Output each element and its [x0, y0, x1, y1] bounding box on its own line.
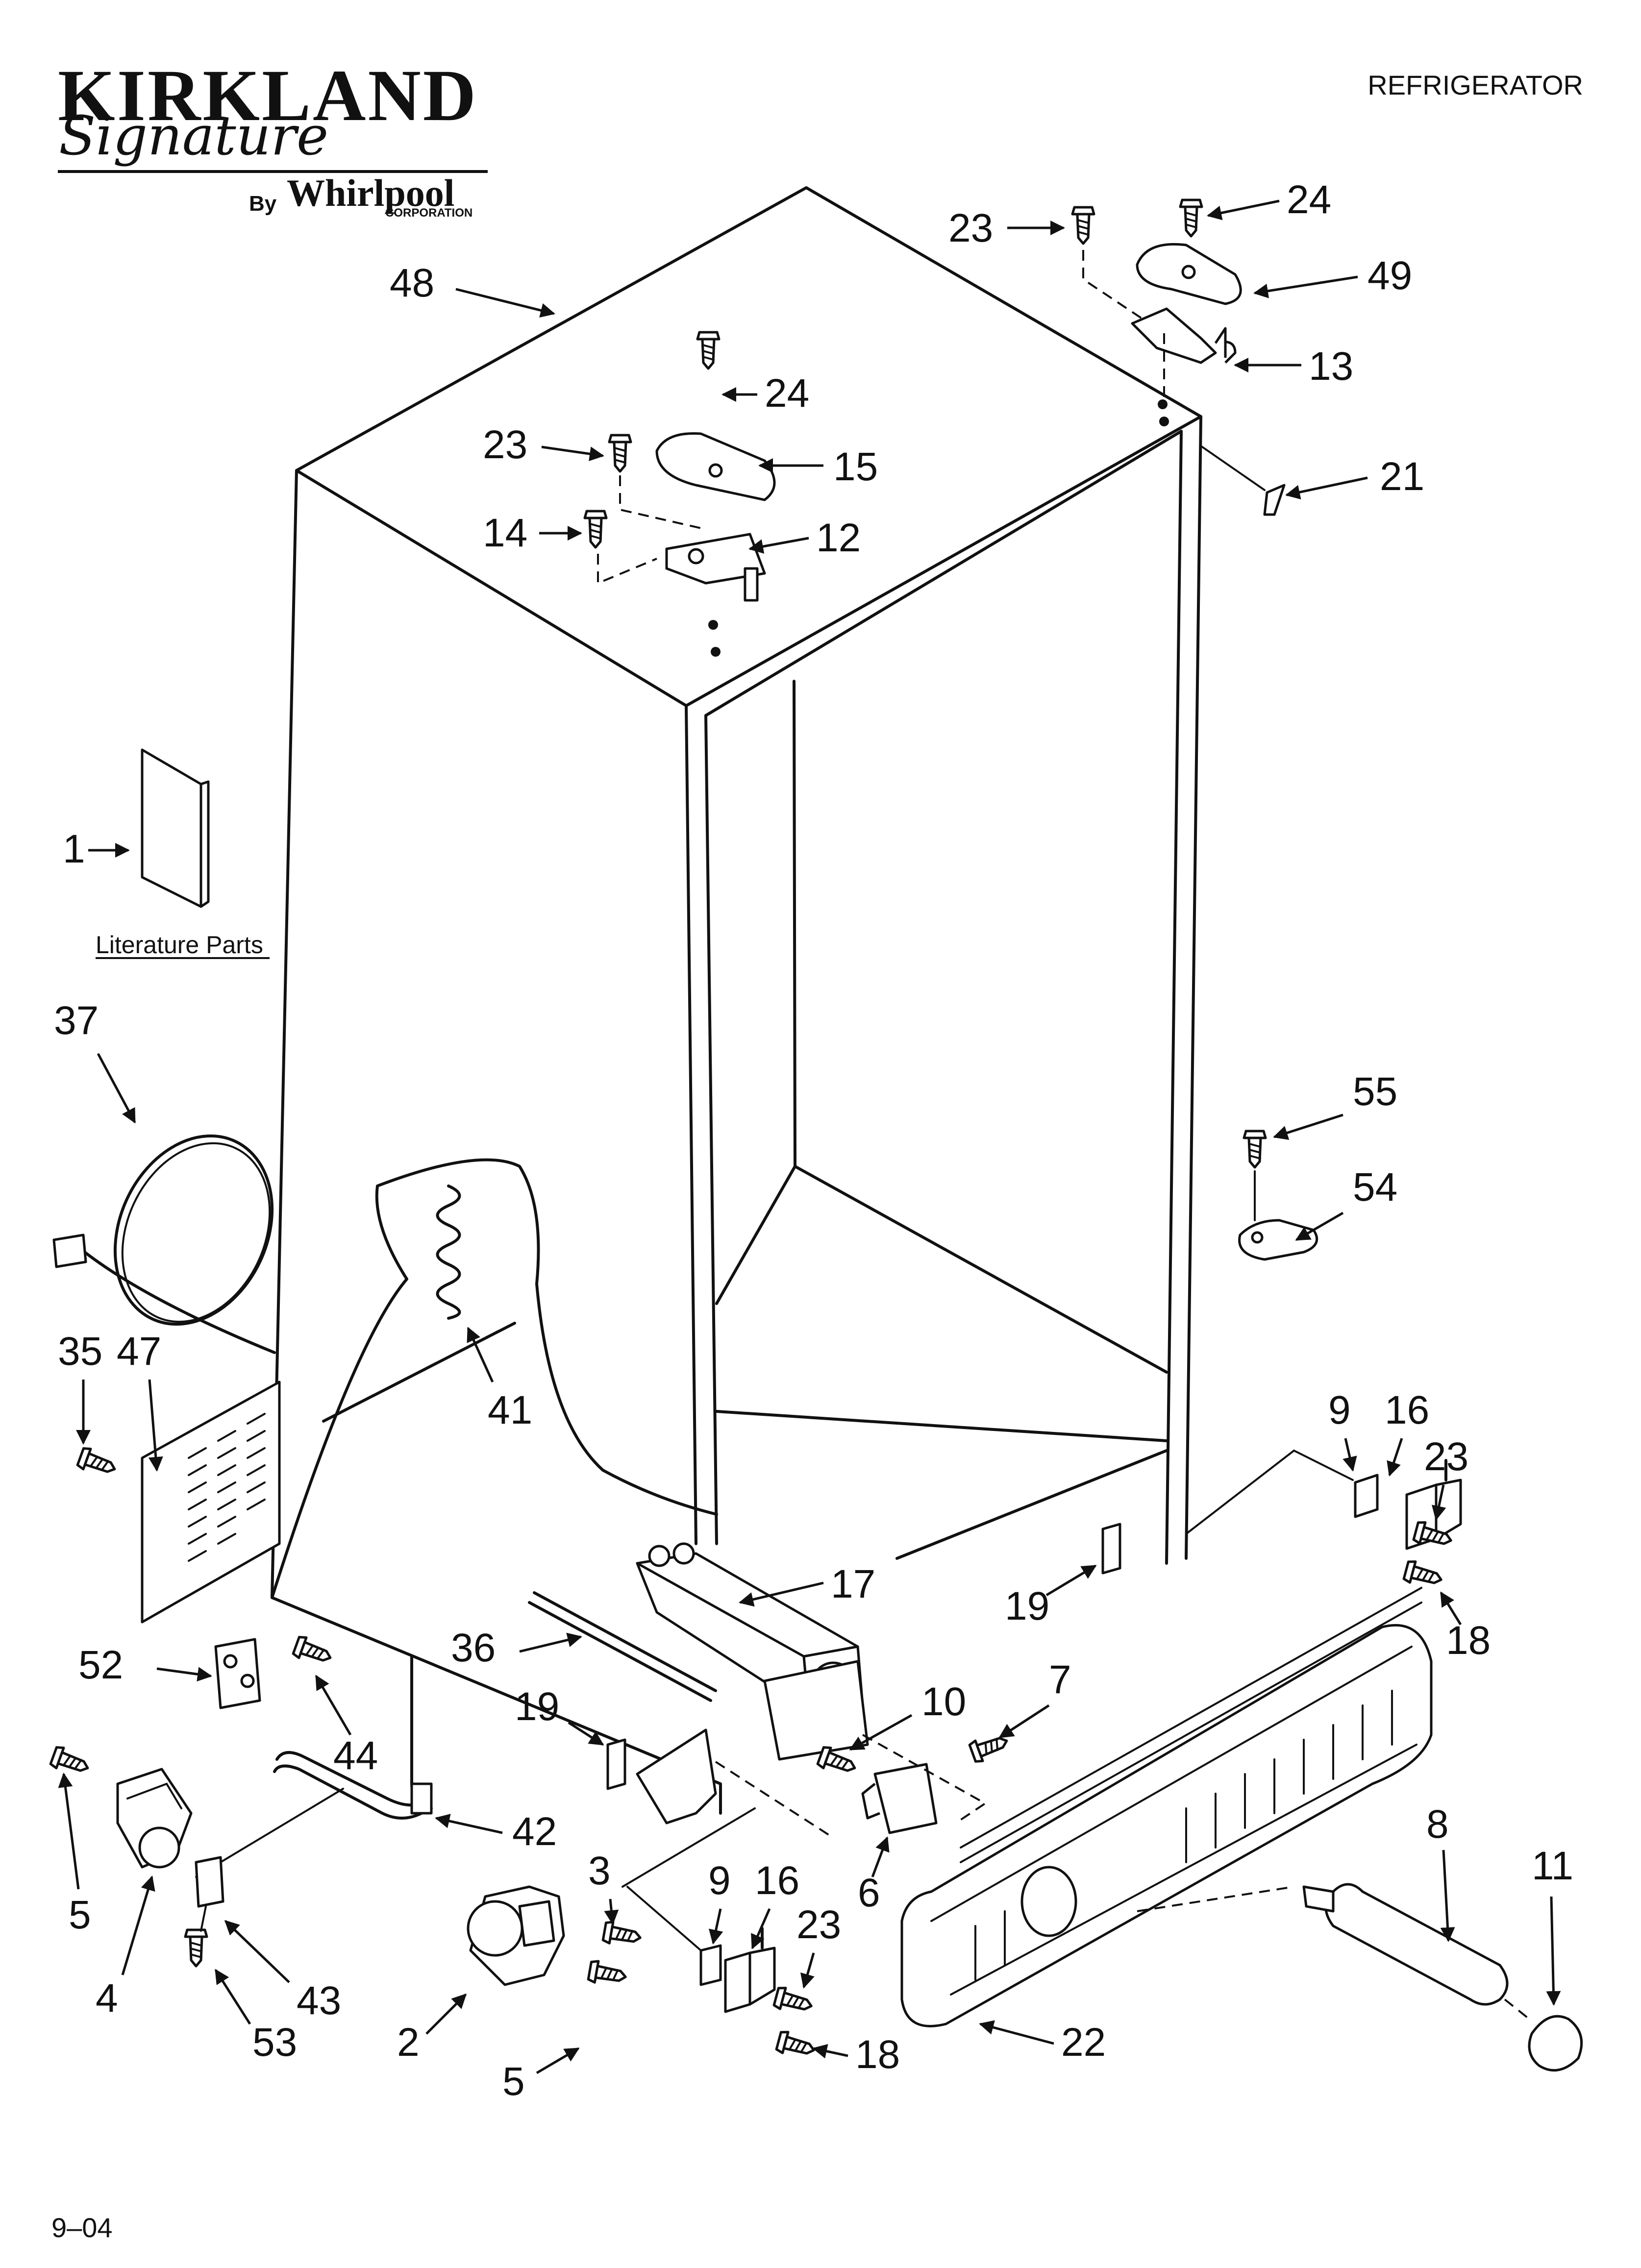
brand-by: By	[249, 192, 277, 216]
callout-49: 49	[1368, 253, 1412, 298]
callout-9-left: 9	[708, 1858, 731, 1903]
callout-52: 52	[78, 1643, 123, 1687]
callout-23-left: 23	[483, 422, 527, 467]
callout-3: 3	[588, 1849, 611, 1893]
screw-35	[77, 1447, 119, 1479]
callout-19-left: 19	[515, 1684, 559, 1729]
part-36-tube	[528, 1591, 717, 1702]
callout-7: 7	[1049, 1657, 1071, 1702]
top-hinge-left	[665, 533, 766, 657]
callout-37: 37	[54, 998, 99, 1043]
brand-maker-sub: CORPORATION	[385, 206, 472, 220]
callout-42: 42	[512, 1809, 557, 1854]
screw-5-lower	[588, 1960, 628, 1988]
callout-5-lower: 5	[502, 2059, 525, 2104]
callout-43: 43	[297, 1978, 341, 2023]
callout-54: 54	[1353, 1165, 1397, 1209]
hinge-cover-49	[1136, 243, 1242, 305]
callout-47: 47	[117, 1329, 161, 1374]
water-line-coil	[52, 1134, 276, 1354]
screw-23-right	[1072, 207, 1094, 244]
callout-15: 15	[833, 444, 878, 489]
callout-23-lower-left: 23	[796, 1902, 841, 1947]
callout-41: 41	[488, 1388, 532, 1432]
callout-19-right: 19	[1005, 1584, 1049, 1628]
brand-logo: KIRKLAND Signature By Whirlpool CORPORAT…	[58, 55, 488, 220]
callout-18-left: 18	[855, 2032, 900, 2077]
part-19-bracket-left	[606, 1738, 626, 1790]
screw-18-lower-right	[1403, 1560, 1444, 1590]
callout-6: 6	[858, 1871, 880, 1915]
brand-name: KIRKLAND	[58, 55, 478, 136]
callout-8: 8	[1426, 1802, 1449, 1847]
callout-44: 44	[333, 1733, 378, 1778]
callout-4: 4	[96, 1976, 118, 2021]
brand-script: Signature	[59, 104, 328, 167]
callout-11: 11	[1532, 1844, 1573, 1888]
rear-access-panel	[141, 1381, 281, 1624]
callout-23-right: 23	[948, 206, 993, 250]
part-2-valve	[467, 1885, 565, 1986]
part-8-water-filter	[1137, 1883, 1509, 2006]
page-title: REFRIGERATOR	[1368, 70, 1583, 100]
callout-23-lower-right: 23	[1424, 1434, 1468, 1479]
callout-12: 12	[816, 516, 861, 560]
screw-24-left	[697, 332, 719, 369]
callout-5-left: 5	[69, 1893, 91, 1937]
callout-16-right: 16	[1385, 1388, 1429, 1432]
screw-23-left	[609, 435, 631, 471]
callout-10: 10	[921, 1679, 966, 1724]
callout-36: 36	[451, 1626, 496, 1670]
front-bracket	[636, 1728, 717, 1824]
part-21-clip	[1263, 484, 1286, 516]
callout-55: 55	[1353, 1069, 1397, 1114]
callout-17: 17	[831, 1562, 875, 1606]
part-41-spring	[436, 1184, 461, 1320]
part-6-clip	[861, 1763, 938, 1834]
hinge-cover-15	[655, 432, 776, 501]
lower-hinge-left	[699, 1927, 776, 2013]
callout-9-right: 9	[1328, 1388, 1351, 1432]
callout-14: 14	[483, 511, 527, 555]
brand-maker: Whirlpool	[287, 172, 454, 214]
part-4-valve	[116, 1768, 193, 1869]
part-19-bracket-right	[1101, 1523, 1121, 1575]
screw-5-left	[50, 1746, 92, 1778]
screw-3	[603, 1921, 643, 1948]
callout-16-left: 16	[755, 1858, 799, 1903]
screw-44	[293, 1635, 334, 1668]
screw-18-lower-left	[776, 2030, 817, 2061]
screw-14	[585, 511, 606, 547]
callout-24-left: 24	[765, 371, 809, 416]
part-52-bracket	[214, 1638, 261, 1709]
callout-21: 21	[1380, 454, 1424, 499]
literature-booklet	[141, 748, 210, 908]
screw-55	[1244, 1131, 1266, 1167]
part-22-toe-grille	[900, 1587, 1433, 2027]
callout-18-right: 18	[1446, 1618, 1491, 1663]
callout-24-right: 24	[1287, 177, 1331, 222]
part-54-bracket	[1238, 1219, 1318, 1261]
part-42-tube	[273, 1655, 433, 1820]
screw-53	[185, 1930, 207, 1966]
page-code: 9–04	[51, 2212, 113, 2243]
refrigerator-cabinet	[271, 186, 1202, 1815]
callout-2: 2	[397, 2020, 420, 2065]
screw-24-right	[1180, 200, 1202, 236]
callout-22: 22	[1061, 2020, 1106, 2065]
screw-23-lower-left	[773, 1986, 814, 2017]
callout-13: 13	[1309, 344, 1353, 389]
part-11-filter-cap	[1504, 1998, 1583, 2072]
part-43-clip	[195, 1856, 224, 1908]
top-hinge-right	[1131, 307, 1237, 426]
callout-48: 48	[390, 261, 434, 305]
literature-label: Literature Parts	[96, 931, 263, 959]
callout-35: 35	[58, 1329, 102, 1374]
callout-1: 1	[63, 827, 85, 871]
callout-53: 53	[252, 2020, 297, 2065]
